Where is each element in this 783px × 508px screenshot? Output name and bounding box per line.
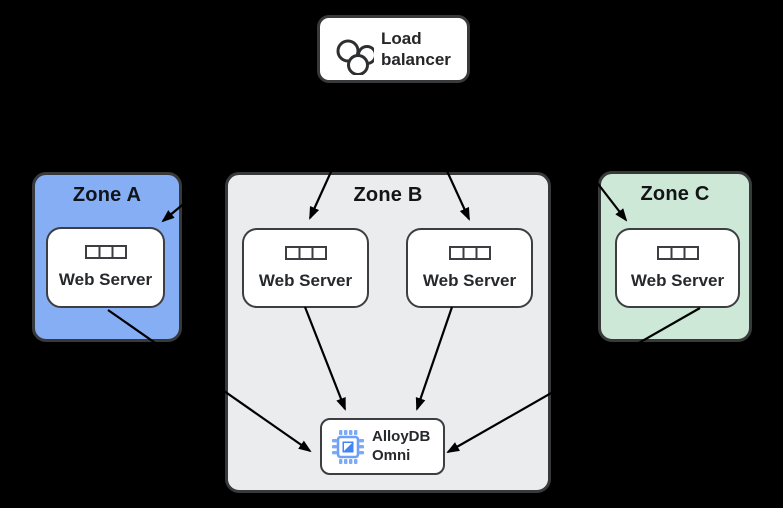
alloydb-omni-label: AlloyDB Omni	[372, 427, 431, 464]
zone-c: Zone C Web Server	[598, 171, 752, 342]
load-balancer-node: Load balancer	[317, 15, 470, 83]
zone-c-title: Zone C	[640, 183, 710, 205]
web-server-label: Web Server	[422, 270, 517, 290]
alloydb-chip-icon	[332, 429, 364, 464]
alloydb-omni-node: AlloyDB Omni	[320, 418, 445, 475]
zone-c-web-server: Web Server	[615, 228, 740, 308]
web-server-label: Web Server	[58, 270, 153, 289]
zone-b-web-server-2: Web Server	[406, 228, 533, 308]
web-server-label: Web Server	[258, 270, 353, 290]
server-icon	[84, 245, 127, 259]
web-server-label: Web Server	[630, 270, 725, 290]
load-balancer-icon	[336, 39, 374, 75]
zone-a-title: Zone A	[72, 184, 142, 206]
zone-a: Zone A Web Server	[32, 172, 182, 342]
zone-b-web-server-1: Web Server	[242, 228, 369, 308]
load-balancer-label: Load balancer	[381, 28, 451, 69]
zone-b: Zone B Web Server Web Server	[225, 172, 551, 493]
server-icon	[656, 245, 699, 260]
zone-b-title: Zone B	[353, 184, 423, 206]
server-icon	[284, 245, 327, 260]
zone-a-web-server: Web Server	[46, 227, 165, 308]
server-icon	[448, 245, 491, 260]
